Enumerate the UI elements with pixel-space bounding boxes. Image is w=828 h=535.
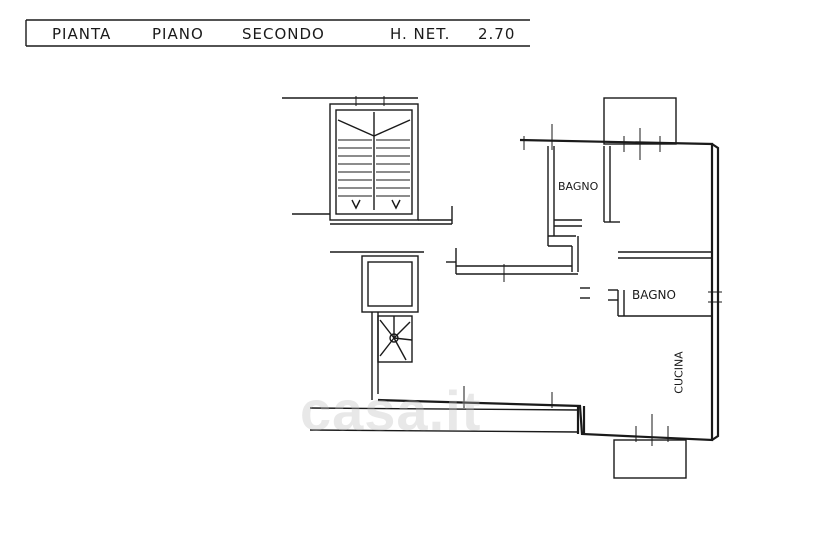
lift-shaft <box>361 255 419 313</box>
watermark: casa.it <box>300 379 482 442</box>
floor-name: SECONDO <box>242 25 325 43</box>
height-value: 2.70 <box>478 25 516 43</box>
balcony-bottom <box>613 439 687 479</box>
room-label-bathroom-1: BAGNO <box>558 180 599 193</box>
staircase <box>282 97 453 253</box>
room-label-kitchen: CUCINA <box>672 351 686 394</box>
plan-label: PIANTA <box>52 25 112 43</box>
partitions <box>446 146 712 317</box>
floor-label: PIANO <box>152 25 204 43</box>
height-label: H. NET. <box>390 25 451 43</box>
room-label-bathroom-2: BAGNO <box>632 288 676 302</box>
spiral-stair <box>377 315 413 363</box>
title-box <box>25 19 530 47</box>
